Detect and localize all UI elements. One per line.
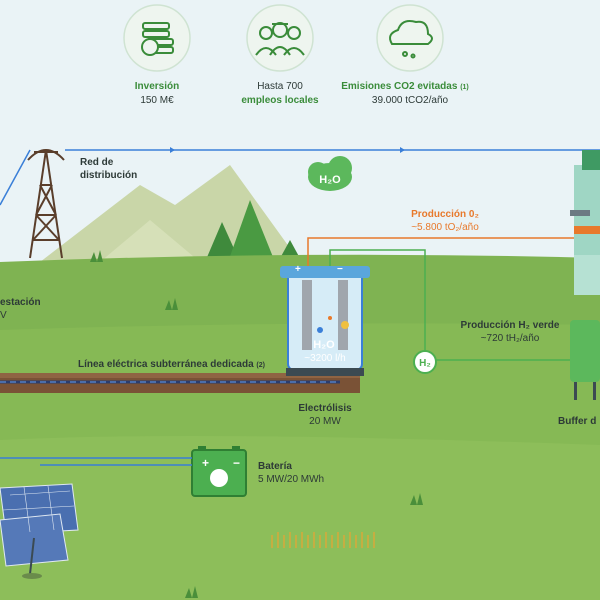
electrolysis-value: 20 MW bbox=[309, 416, 341, 427]
battery-value: 5 MW/20 MWh bbox=[258, 474, 325, 485]
cloud: H₂O bbox=[308, 156, 352, 191]
electrolyzer-plus: + bbox=[295, 264, 301, 275]
mountain-small bbox=[100, 220, 200, 262]
jobs-icon-group bbox=[246, 4, 314, 72]
grass-field-front bbox=[0, 436, 600, 600]
tree bbox=[205, 222, 240, 262]
battery-title: Batería bbox=[258, 461, 292, 472]
cable-label-text: Línea eléctrica subterránea dedicada bbox=[78, 359, 254, 370]
grass-tuft-icon bbox=[185, 586, 198, 598]
cable-label-note: (2) bbox=[256, 362, 265, 369]
grid-power-line bbox=[0, 149, 600, 206]
o2-production-value: ~5.800 tO₂/año bbox=[411, 222, 479, 233]
substation-label-line1: estación bbox=[0, 297, 41, 308]
buffer-label: Buffer d bbox=[558, 416, 597, 427]
underground-cable bbox=[0, 373, 360, 393]
power-line-arrows bbox=[170, 147, 405, 153]
tree bbox=[228, 200, 275, 262]
h2-node-icon bbox=[413, 350, 437, 374]
solar-panels bbox=[0, 483, 79, 579]
money-stack-icon bbox=[141, 22, 174, 56]
workers-icon bbox=[255, 22, 305, 56]
crop-field bbox=[271, 532, 375, 548]
battery-minus: − bbox=[233, 456, 240, 470]
electrolyzer: + − bbox=[280, 264, 370, 376]
electrolyzer-minus: − bbox=[337, 264, 343, 275]
battery-plus: + bbox=[202, 456, 209, 470]
water-formula: H₂O bbox=[313, 339, 335, 351]
h2-production-value: ~720 tH₂/año bbox=[480, 333, 540, 344]
mountain bbox=[40, 165, 300, 262]
emissions-note: (1) bbox=[460, 84, 469, 91]
water-rate: ~3200 l/h bbox=[304, 353, 346, 364]
storage-tower bbox=[570, 150, 600, 295]
h2-pipe bbox=[329, 249, 600, 361]
grass-tuft-icon bbox=[90, 250, 103, 262]
grass-tuft-icon bbox=[410, 493, 423, 505]
co2-cloud-icon bbox=[389, 20, 433, 59]
o2-pipe bbox=[307, 237, 600, 266]
jobs-line1: Hasta 700 bbox=[257, 81, 303, 92]
emissions-title: Emisiones CO2 evitadas (1) bbox=[340, 80, 470, 94]
h2-production-title: Producción H₂ verde bbox=[460, 320, 560, 331]
emissions-value: 39.000 tCO2/año bbox=[371, 95, 449, 106]
h2-buffer-tank bbox=[570, 320, 600, 400]
emissions-title-text: Emisiones CO2 evitadas bbox=[341, 81, 458, 92]
battery-icon: + − bbox=[191, 446, 247, 497]
cloud-label: H₂O bbox=[319, 174, 341, 186]
grid-label-line2: distribución bbox=[80, 170, 138, 181]
investment-value: 150 M€ bbox=[140, 95, 174, 106]
investment-title: Inversión bbox=[134, 81, 180, 92]
h2-node-label: H₂ bbox=[419, 358, 431, 369]
grid-label-line1: Red de bbox=[80, 157, 114, 168]
grass-tuft-icon bbox=[165, 298, 178, 310]
cable-label: Línea eléctrica subterránea dedicada (2) bbox=[78, 358, 265, 372]
investment-icon-group bbox=[123, 4, 191, 72]
o2-production-title: Producción 0₂ bbox=[411, 209, 479, 220]
substation-label-line2: V bbox=[0, 310, 7, 321]
transmission-tower-icon bbox=[27, 149, 65, 259]
jobs-line2: empleos locales bbox=[241, 95, 319, 106]
battery-cables bbox=[0, 457, 192, 466]
electrolysis-title: Electrólisis bbox=[298, 403, 352, 414]
emissions-icon-group bbox=[376, 4, 444, 72]
